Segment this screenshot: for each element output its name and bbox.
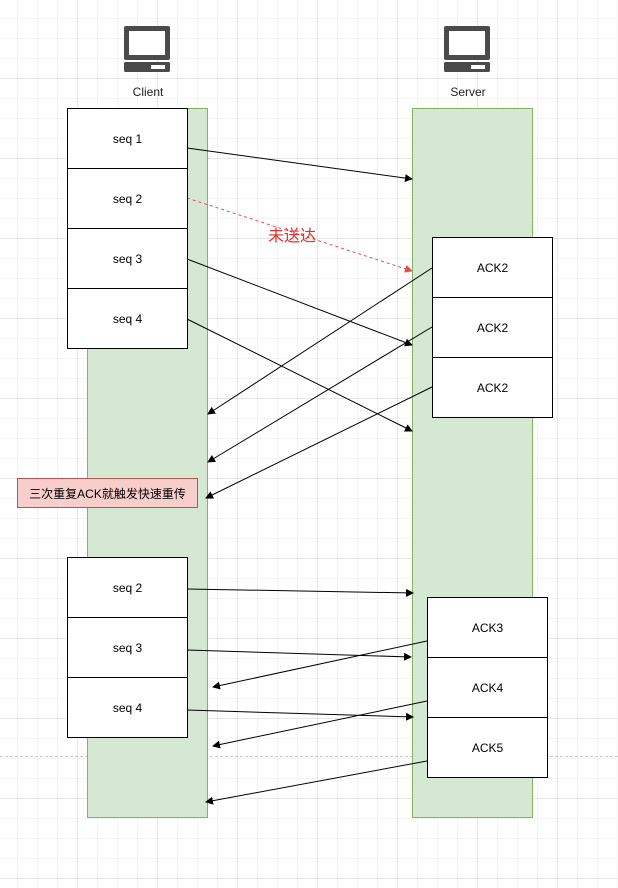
arrow-ack3 xyxy=(212,640,428,690)
client-computer-icon xyxy=(124,26,170,72)
packet-box: seq 2 xyxy=(67,168,188,229)
fast-retransmit-note: 三次重复ACK就触发快速重传 xyxy=(17,478,198,508)
arrow-ack2-2 xyxy=(207,326,433,463)
packet-box: seq 1 xyxy=(67,108,188,169)
client-label: Client xyxy=(132,85,164,99)
server-label: Server xyxy=(450,85,486,99)
arrow-seq4 xyxy=(186,318,413,432)
ack-box: ACK2 xyxy=(432,297,553,358)
final-ack-box: ACK3 xyxy=(427,597,548,658)
final-ack-box: ACK4 xyxy=(427,657,548,718)
arrow-ack5 xyxy=(205,760,428,805)
arrow-ack4 xyxy=(212,700,428,749)
page-break-line xyxy=(0,756,618,757)
arrow-ack2-3 xyxy=(205,386,433,499)
retransmit-packet-box: seq 4 xyxy=(67,677,188,738)
server-computer-icon xyxy=(444,26,490,72)
retransmit-packet-box: seq 3 xyxy=(67,617,188,678)
lost-label: 未送达 xyxy=(268,228,317,245)
arrow-seq3 xyxy=(186,258,413,347)
final-ack-box: ACK5 xyxy=(427,717,548,778)
ack-box: ACK2 xyxy=(432,357,553,418)
retransmit-packet-box: seq 2 xyxy=(67,557,188,618)
packet-box: seq 4 xyxy=(67,288,188,349)
arrow-retransmit-seq2 xyxy=(186,588,414,597)
arrow-retransmit-seq3 xyxy=(186,649,412,661)
arrow-retransmit-seq4 xyxy=(186,709,414,721)
packet-box: seq 3 xyxy=(67,228,188,289)
arrow-ack2-1 xyxy=(207,267,433,415)
ack-box: ACK2 xyxy=(432,237,553,298)
arrow-seq1 xyxy=(186,147,413,183)
